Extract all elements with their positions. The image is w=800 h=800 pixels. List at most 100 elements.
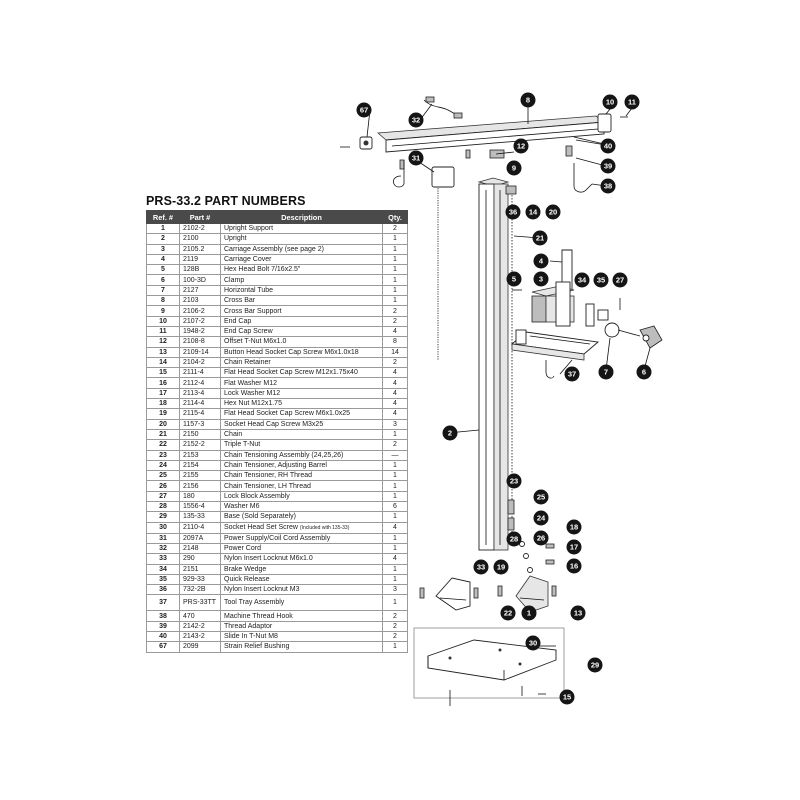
svg-text:28: 28	[510, 535, 518, 544]
svg-text:5: 5	[512, 275, 516, 284]
cell-ref: 18	[146, 398, 180, 410]
cell-description: Power Cord	[220, 542, 383, 555]
svg-text:15: 15	[563, 693, 571, 702]
cell-qty: 4	[382, 387, 408, 400]
svg-text:12: 12	[517, 142, 525, 151]
callout-3: 3	[533, 271, 549, 287]
cell-description: Offset T-Nut M6x1.0	[220, 336, 383, 348]
cell-part-number: 2105.2	[179, 243, 221, 255]
cell-description: Quick Release	[220, 573, 383, 586]
cell-ref: 13	[146, 346, 180, 358]
cell-part-number: 100-3D	[179, 274, 221, 286]
cell-part-number: 2156	[179, 480, 221, 492]
cell-ref: 32	[146, 542, 180, 555]
cell-part-number: 470	[179, 610, 221, 622]
cell-part-number: 2111-4	[179, 367, 221, 379]
svg-text:32: 32	[412, 116, 420, 125]
cell-qty: 1	[382, 459, 408, 472]
cell-ref: 26	[146, 480, 180, 492]
cell-part-number: 2109-14	[179, 346, 221, 358]
svg-text:30: 30	[529, 639, 537, 648]
cell-qty: 1	[382, 243, 408, 255]
cell-description: Brake Wedge	[220, 563, 383, 575]
cell-part-number: 2155	[179, 470, 221, 482]
cell-description: Flat Washer M12	[220, 377, 383, 389]
callout-27: 27	[612, 272, 628, 288]
cell-ref: 24	[146, 459, 180, 472]
header-description: Description	[220, 210, 383, 224]
cell-ref: 37	[146, 594, 180, 612]
cell-ref: 25	[146, 470, 180, 482]
callout-31: 31	[408, 150, 424, 166]
svg-text:11: 11	[628, 98, 636, 107]
svg-text:35: 35	[597, 276, 605, 285]
cell-part-number: 1556-4	[179, 501, 221, 513]
cell-qty: 1	[382, 594, 408, 612]
cell-qty: 2	[382, 620, 408, 632]
cell-description: Thread Adaptor	[220, 620, 383, 632]
cell-qty: 3	[382, 418, 408, 430]
svg-text:19: 19	[497, 563, 505, 572]
callout-18: 18	[566, 519, 582, 535]
cell-part-number: 2150	[179, 428, 221, 441]
cell-part-number: 2115-4	[179, 408, 221, 420]
brake-wedge-quick-release	[585, 298, 621, 327]
cell-ref: 33	[146, 553, 180, 565]
cell-qty: —	[382, 449, 408, 461]
cell-ref: 4	[146, 253, 180, 266]
svg-text:24: 24	[537, 514, 546, 523]
callout-12: 12	[513, 138, 529, 154]
cell-ref: 34	[146, 563, 180, 575]
cell-qty: 4	[382, 553, 408, 565]
cell-ref: 35	[146, 573, 180, 586]
callout-35: 35	[593, 272, 609, 288]
cell-part-number: 2152-2	[179, 439, 221, 451]
header-qty: Qty.	[382, 210, 408, 224]
cell-qty: 4	[382, 398, 408, 410]
cell-description: Nylon Insert Locknut M3	[220, 584, 383, 596]
base	[413, 627, 565, 699]
cell-qty: 4	[382, 408, 408, 420]
cell-qty: 6	[382, 501, 408, 513]
cell-description: Upright	[220, 233, 383, 245]
cell-part-number: PRS-33TT	[179, 594, 221, 612]
callout-32: 32	[408, 112, 424, 128]
cell-description: Upright Support	[220, 222, 383, 235]
cell-qty: 14	[382, 346, 408, 358]
cell-ref: 38	[146, 610, 180, 622]
callout-29: 29	[587, 657, 603, 673]
cell-part-number: 929-33	[179, 573, 221, 586]
cell-part-number: 1157-3	[179, 418, 221, 430]
cell-qty: 1	[382, 253, 408, 266]
svg-text:17: 17	[570, 543, 578, 552]
header-part: Part #	[179, 210, 221, 224]
callout-36: 36	[505, 204, 521, 220]
cell-ref: 30	[146, 521, 180, 534]
cell-ref: 23	[146, 449, 180, 461]
cell-ref: 8	[146, 295, 180, 307]
cell-part-number: 2143-2	[179, 630, 221, 643]
svg-text:23: 23	[510, 477, 518, 486]
cell-ref: 3	[146, 243, 180, 255]
cell-qty: 8	[382, 336, 408, 348]
callout-34: 34	[574, 272, 590, 288]
cell-part-number: 2113-4	[179, 387, 221, 400]
cell-ref: 39	[146, 620, 180, 632]
cell-ref: 14	[146, 356, 180, 369]
callout-4: 4	[533, 253, 549, 269]
cell-ref: 40	[146, 630, 180, 643]
chain-retainer	[505, 185, 517, 195]
cell-description: Base (Sold Separately)	[220, 511, 383, 523]
